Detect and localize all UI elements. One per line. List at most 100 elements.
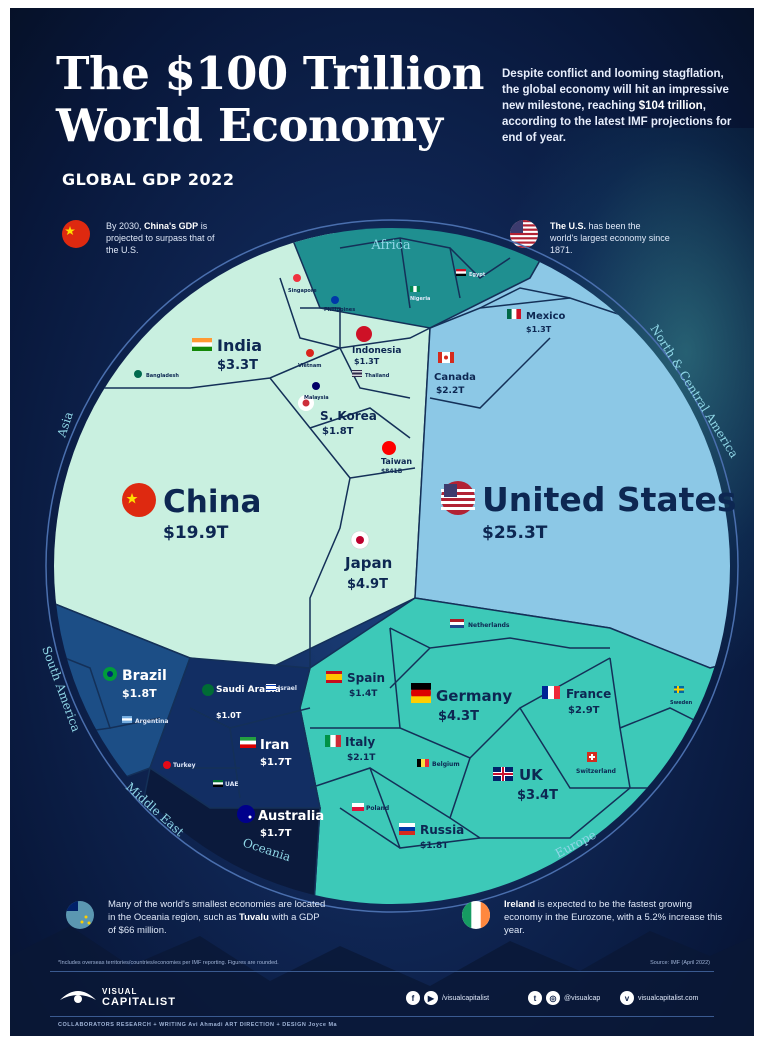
country-philippines: Philippines — [324, 296, 355, 313]
ireland-note: Ireland is expected to be the fastest gr… — [504, 899, 723, 936]
country-gdp: $4.9T — [347, 577, 388, 592]
country-japan: Japan $4.9T — [344, 530, 392, 592]
country-name: Egypt — [469, 272, 486, 278]
country-gdp: $1.3T — [526, 325, 552, 334]
asia-divider-1 — [54, 347, 341, 389]
country-name: United States — [482, 480, 736, 519]
country-name: Indonesia — [352, 346, 401, 356]
country-mexico: Mexico $1.3T — [507, 309, 566, 334]
country-name: Spain — [347, 671, 385, 685]
social-handle: @visualcap — [564, 994, 601, 1002]
source-note: *Includes overseas territories/countries… — [58, 960, 279, 966]
vietnam-flag-icon — [306, 349, 314, 357]
china-note: By 2030, China's GDP is projected to sur… — [106, 221, 215, 255]
country-name: Japan — [344, 554, 392, 572]
country-turkey: Turkey — [163, 761, 196, 769]
country-uae: UAE — [213, 780, 238, 788]
me-divider-2 — [229, 727, 241, 799]
philippines-flag-icon — [331, 296, 339, 304]
na-divider-2 — [479, 287, 571, 309]
country-germany: Germany $4.3T — [411, 683, 512, 724]
social-facebook[interactable]: f ▶ /visualcapitalist — [406, 991, 489, 1005]
china-flag-icon — [62, 220, 90, 248]
country-name: Switzerland — [576, 768, 616, 775]
bangladesh-flag-icon — [134, 370, 142, 378]
asia-divider-2 — [269, 377, 351, 668]
country-name: Brazil — [122, 668, 167, 684]
country-gdp: $19.9T — [163, 523, 229, 543]
country-name: India — [217, 336, 262, 355]
facebook-icon: f — [406, 991, 420, 1005]
country-spain: Spain $1.4T — [326, 671, 385, 699]
country-sweden: Sweden — [670, 686, 693, 706]
ireland-flag-icon — [462, 901, 490, 929]
na-divider-1 — [429, 297, 631, 329]
country-gdp: $841B — [381, 468, 403, 475]
country-name: Iran — [260, 738, 289, 753]
website-url: visualcapitalist.com — [638, 994, 699, 1002]
egypt-flag-icon — [456, 269, 466, 276]
country-gdp: $2.1T — [347, 753, 376, 763]
country-gdp: $1.0T — [216, 711, 242, 720]
country-us: United States $25.3T — [441, 480, 736, 543]
country-name: Saudi Arabia — [216, 685, 281, 695]
country-name: Singapore — [288, 288, 317, 294]
asia-divider-4 — [349, 467, 416, 479]
social-website[interactable]: v visualcapitalist.com — [620, 991, 698, 1005]
country-name: Netherlands — [468, 622, 510, 629]
taiwan-flag-icon — [382, 441, 396, 455]
country-name: UAE — [225, 781, 238, 788]
netherlands-flag-icon — [450, 619, 464, 628]
country-belgium: Belgium — [417, 759, 460, 768]
country-singapore: Singapore — [288, 274, 317, 294]
asia-divider-8 — [300, 307, 341, 348]
country-name: Thailand — [365, 373, 390, 379]
visual-capitalist-logo[interactable]: VISUAL CAPITALIST — [102, 987, 176, 1008]
country-name: Bangladesh — [146, 373, 179, 379]
country-name: Malaysia — [304, 395, 329, 401]
region-label-africa: Africa — [370, 238, 411, 253]
country-name: Russia — [420, 823, 464, 837]
thailand-flag-icon — [352, 370, 362, 377]
region-label-asia: Asia — [54, 410, 76, 440]
oceania-note: Many of the world's smallest economies a… — [108, 899, 326, 936]
country-name: Canada — [434, 372, 476, 383]
asia-divider-3 — [309, 407, 411, 439]
country-name: Poland — [366, 805, 389, 812]
country-netherlands: Netherlands — [450, 619, 510, 629]
country-gdp: $2.9T — [568, 705, 600, 716]
malaysia-flag-icon — [312, 382, 320, 390]
eu-divider-5 — [519, 707, 630, 789]
country-name: China — [163, 484, 261, 520]
country-israel: Israel — [266, 684, 297, 692]
country-gdp: $3.3T — [217, 358, 258, 373]
social-twitter[interactable]: t ◎ @visualcap — [528, 991, 600, 1005]
africa-divider-2 — [399, 237, 411, 309]
source-credit: Source: IMF (April 2022) — [650, 960, 710, 966]
instagram-icon: ◎ — [546, 991, 560, 1005]
country-gdp: $1.4T — [349, 689, 378, 699]
eu-divider-8 — [339, 807, 401, 849]
country-poland: Poland — [352, 803, 389, 812]
country-australia: Australia $1.7T — [237, 805, 324, 839]
asia-divider-7 — [339, 347, 411, 399]
gdp-voronoi-chart: Africa North & Central America Asia Sout… — [39, 219, 741, 913]
belgium-flag-icon — [417, 759, 429, 767]
eu-divider-10 — [389, 647, 431, 689]
footer-divider-bottom — [50, 1016, 714, 1017]
country-indonesia: Indonesia $1.3T — [352, 326, 401, 366]
visual-capitalist-logo-icon — [60, 991, 96, 1003]
country-name: S. Korea — [320, 409, 377, 423]
outer-ring — [45, 219, 739, 913]
country-india: India $3.3T — [192, 336, 262, 373]
country-gdp: $3.4T — [517, 788, 558, 803]
country-malaysia: Malaysia — [304, 382, 329, 401]
australia-flag-icon — [237, 805, 255, 823]
turkey-flag-icon — [163, 761, 171, 769]
country-name: Germany — [436, 687, 512, 705]
country-uk: UK $3.4T — [493, 766, 558, 803]
sa-divider-2 — [109, 717, 161, 729]
country-bangladesh: Bangladesh — [134, 370, 179, 379]
country-name: Israel — [278, 685, 297, 692]
